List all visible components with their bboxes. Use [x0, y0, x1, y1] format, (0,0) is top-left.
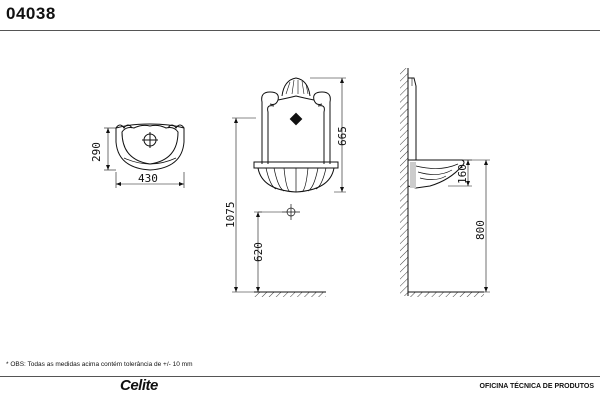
dim-front-drain-height: 620	[252, 242, 265, 262]
footer-divider	[0, 376, 600, 377]
top-view	[104, 123, 185, 188]
side-view	[400, 68, 490, 297]
front-view	[232, 77, 346, 297]
dim-side-mount-height: 800	[474, 220, 487, 240]
header-divider	[0, 30, 600, 31]
dim-top-width: 430	[138, 172, 158, 185]
department-label: OFICINA TÉCNICA DE PRODUTOS	[479, 383, 594, 390]
tolerance-note: * OBS: Todas as medidas acima contém tol…	[6, 361, 193, 368]
dim-top-depth: 290	[90, 142, 103, 162]
dim-front-wall-height: 665	[336, 126, 349, 146]
dim-front-total-height: 1075	[224, 202, 237, 229]
dim-side-basin-height: 160	[456, 164, 469, 184]
brand-logo: Celite	[120, 377, 158, 394]
product-code: 04038	[6, 4, 56, 23]
